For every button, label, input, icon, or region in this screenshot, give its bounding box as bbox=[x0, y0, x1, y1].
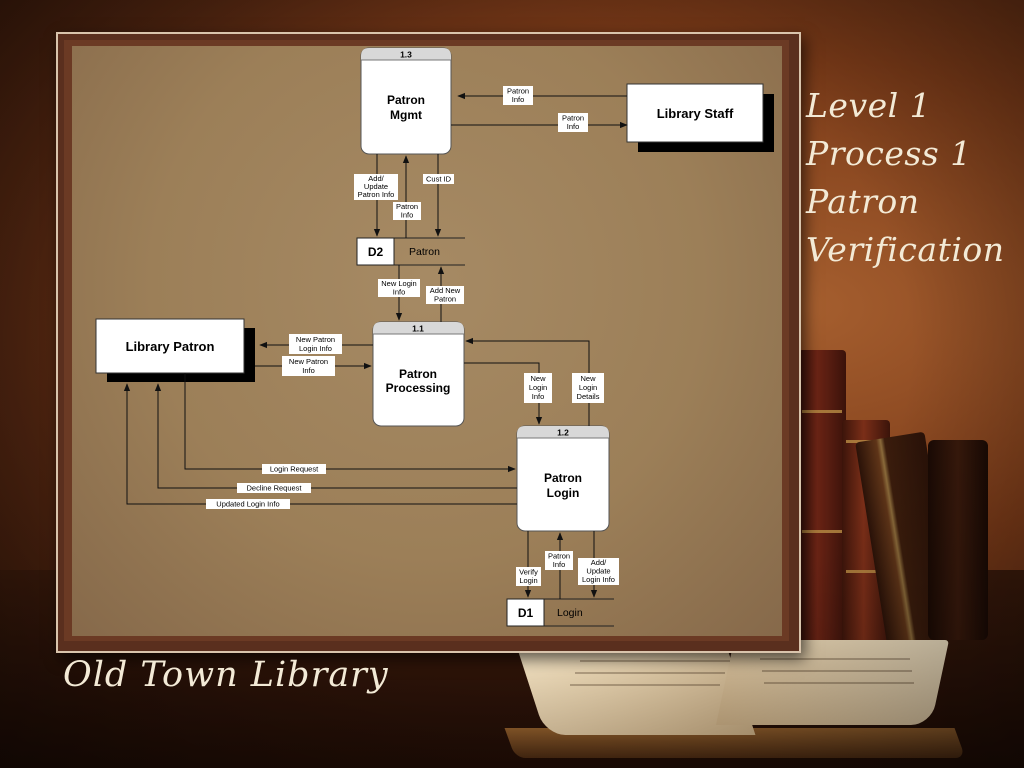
slide-title-line: Level 1 bbox=[806, 86, 932, 125]
flow-text: Info bbox=[567, 122, 580, 131]
open-book bbox=[500, 640, 970, 765]
datastore-d2-patron: D2 Patron bbox=[356, 237, 465, 266]
flow-label-patron-info: Patron Info bbox=[545, 551, 573, 570]
flow-text: New bbox=[580, 374, 596, 383]
slide-title-line: Process 1 bbox=[806, 134, 972, 173]
entity-label: Library Staff bbox=[657, 106, 734, 121]
process-id: 1.1 bbox=[412, 324, 424, 334]
flow-text: Login bbox=[529, 383, 547, 392]
flow-text: Info bbox=[512, 95, 525, 104]
flow-text: Details bbox=[577, 392, 600, 401]
datastore-name: Login bbox=[557, 607, 583, 619]
flow-label-cust-id: Cust ID bbox=[423, 174, 454, 184]
flow-label-add-update-login-info: Add/ Update Login Info bbox=[578, 558, 619, 585]
flow-text: Info bbox=[532, 392, 545, 401]
flow-text: Login bbox=[579, 383, 597, 392]
flow-label-new-login-info: New Login Info bbox=[378, 279, 420, 297]
flow-text: Add/ bbox=[591, 558, 607, 567]
slide-title-line: Verification bbox=[806, 230, 1005, 269]
process-patron-login: 1.2 Patron Login bbox=[516, 425, 610, 532]
flow-text: Add/ bbox=[368, 174, 384, 183]
flow-label-new-login-info: New Login Info bbox=[524, 373, 552, 403]
flow-label-patron-info: Patron Info bbox=[393, 202, 421, 220]
flow-text: Verify bbox=[519, 568, 538, 577]
flow-text: Info bbox=[393, 288, 406, 297]
flow-label-login-request: Login Request bbox=[262, 464, 326, 474]
process-patron-mgmt: 1.3 Patron Mgmt bbox=[360, 47, 452, 155]
library-name: Old Town Library bbox=[63, 655, 389, 695]
process-id: 1.3 bbox=[400, 50, 412, 60]
datastore-name: Patron bbox=[409, 246, 440, 258]
flow-label-updated-login-info: Updated Login Info bbox=[206, 499, 290, 509]
flow-text: Decline Request bbox=[246, 484, 302, 493]
flow-text: Updated Login Info bbox=[216, 500, 279, 509]
flow-label-add-update-patron-info: Add/ Update Patron Info bbox=[354, 174, 398, 200]
flow-text: Update bbox=[586, 567, 610, 576]
flow-text: New Patron bbox=[296, 335, 335, 344]
book-spine-1 bbox=[798, 350, 846, 640]
slide-title: Level 1 Process 1 Patron Verification bbox=[806, 82, 1021, 274]
process-label: Patron bbox=[544, 471, 582, 485]
process-label: Processing bbox=[386, 381, 451, 395]
process-label: Login bbox=[547, 486, 580, 500]
flow-label-new-login-details: New Login Details bbox=[572, 373, 604, 403]
flow-text: Info bbox=[401, 211, 414, 220]
flow-text: Patron bbox=[507, 87, 529, 96]
slide-title-line: Patron bbox=[806, 182, 920, 221]
flow-text: New Login bbox=[381, 279, 416, 288]
process-id: 1.2 bbox=[557, 428, 569, 438]
flow-text: Update bbox=[364, 182, 388, 191]
process-label: Patron bbox=[387, 93, 425, 107]
book-spine-4 bbox=[928, 440, 988, 640]
process-patron-processing: 1.1 Patron Processing bbox=[372, 321, 465, 427]
entity-library-staff: Library Staff bbox=[626, 83, 774, 152]
flow-label-add-new-patron: Add New Patron bbox=[426, 286, 464, 304]
entity-library-patron: Library Patron bbox=[95, 318, 255, 382]
flow-text: Patron bbox=[562, 114, 584, 123]
flow-text: Info bbox=[302, 366, 315, 375]
flow-text: Login Info bbox=[582, 575, 615, 584]
datastore-d1-login: D1 Login bbox=[506, 598, 614, 627]
flow-label-patron-info: Patron Info bbox=[503, 86, 533, 105]
flow-label-new-patron-info: New Patron Info bbox=[282, 356, 335, 376]
process-label: Mgmt bbox=[390, 108, 422, 122]
flow-text: New Patron bbox=[289, 357, 328, 366]
flow-label-patron-info: Patron Info bbox=[558, 113, 588, 132]
flow-label-verify-login: Verify Login bbox=[516, 567, 541, 586]
entity-label: Library Patron bbox=[126, 339, 215, 354]
flow-text: Login Info bbox=[299, 344, 332, 353]
flow-label-decline-request: Decline Request bbox=[237, 483, 311, 493]
flow-text: Patron Info bbox=[358, 190, 395, 199]
flow-text: Patron bbox=[434, 295, 456, 304]
flow-text: Login Request bbox=[270, 465, 319, 474]
flow-text: Info bbox=[553, 560, 566, 569]
flow-text: New bbox=[530, 374, 546, 383]
flow-text: Add New bbox=[430, 286, 461, 295]
flow-text: Cust ID bbox=[426, 175, 452, 184]
flow-text: Patron bbox=[548, 552, 570, 561]
flow-label-new-patron-login-info: New Patron Login Info bbox=[289, 334, 342, 354]
flow-text: Patron bbox=[396, 202, 418, 211]
datastore-id: D1 bbox=[518, 606, 534, 620]
process-label: Patron bbox=[399, 367, 437, 381]
datastore-id: D2 bbox=[368, 245, 384, 259]
flow-text: Login bbox=[519, 576, 537, 585]
